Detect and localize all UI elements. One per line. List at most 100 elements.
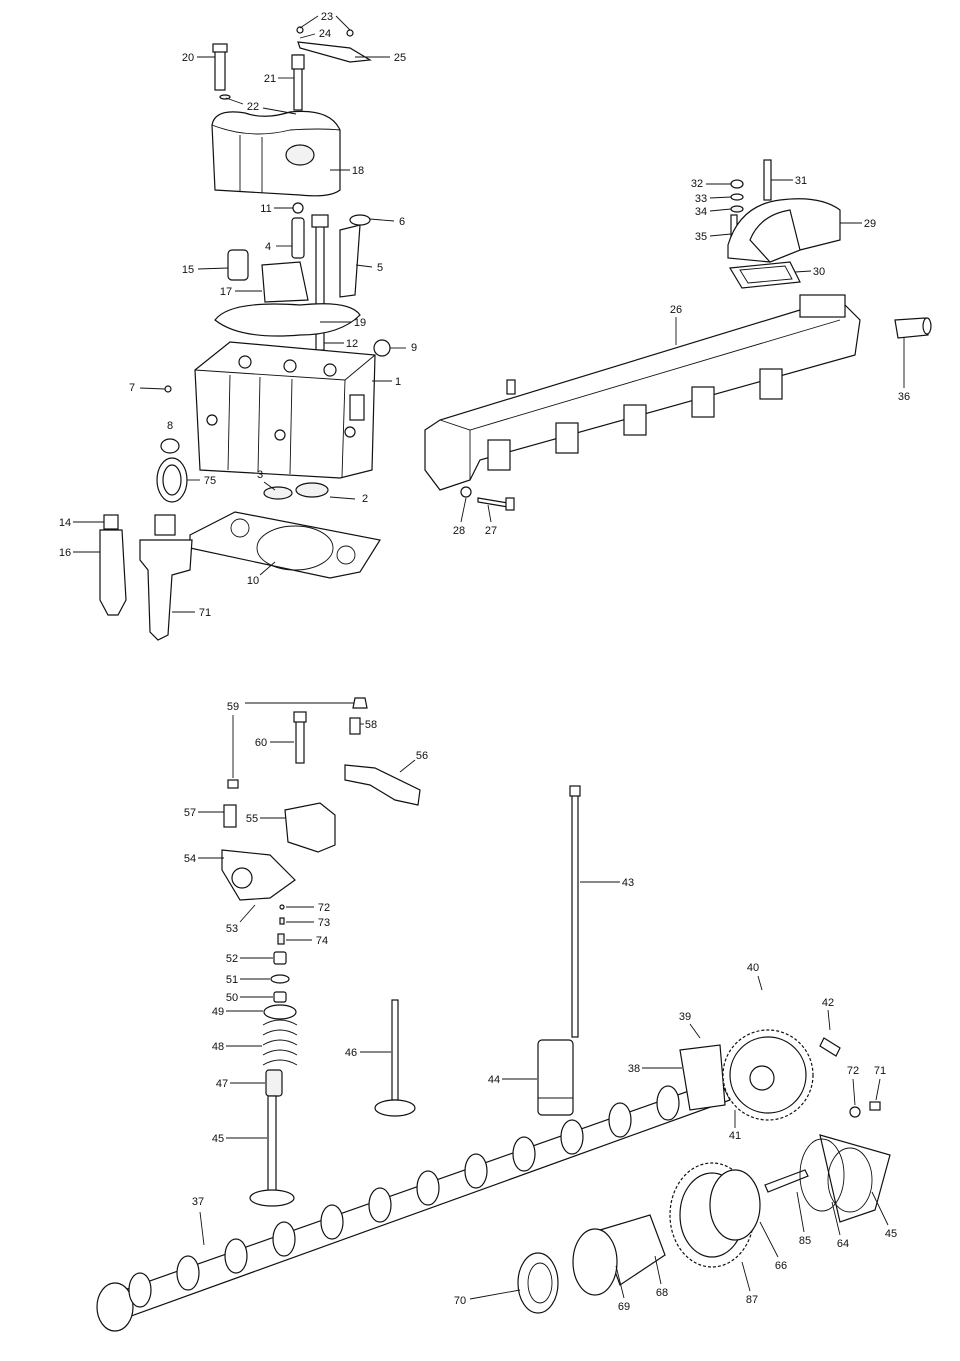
cam-lobe — [320, 1204, 344, 1240]
callout-number: 71 — [199, 607, 211, 619]
callout-number: 59 — [227, 701, 239, 713]
callout-number: 38 — [628, 1063, 640, 1075]
callout-55: 55 — [246, 813, 286, 825]
callout-number: 9 — [411, 342, 417, 354]
callout-10: 10 — [247, 561, 276, 587]
callout-number: 33 — [695, 193, 707, 205]
callout-number: 54 — [184, 853, 196, 865]
callout-8: 8 — [167, 420, 173, 432]
callout-number: 75 — [204, 475, 216, 487]
callout-22: 22 — [225, 97, 297, 115]
part-gears — [517, 1029, 891, 1314]
callout-number: 1 — [395, 376, 401, 388]
callout-number: 46 — [345, 1047, 357, 1059]
callout-1: 1 — [372, 376, 401, 388]
callout-number: 36 — [898, 391, 910, 403]
leader-line — [852, 1078, 856, 1106]
callout-25: 25 — [355, 52, 406, 64]
leader-line — [299, 15, 319, 29]
callout-number: 52 — [226, 953, 238, 965]
callout-74: 74 — [286, 935, 328, 947]
callout-number: 25 — [394, 52, 406, 64]
part-injector-brackets — [99, 514, 193, 641]
leader-line — [757, 975, 763, 991]
callout-47: 47 — [216, 1078, 265, 1090]
callout-number: 5 — [377, 262, 383, 274]
callout-72: 72 — [286, 902, 330, 914]
callout-number: 70 — [454, 1295, 466, 1307]
callout-number: 85 — [799, 1235, 811, 1247]
callout-2: 2 — [329, 493, 368, 505]
callout-41: 41 — [729, 1110, 741, 1142]
callout-number: 3 — [257, 469, 263, 481]
callout-20: 20 — [182, 52, 215, 64]
callout-11: 11 — [260, 203, 293, 215]
leader-line — [199, 1211, 205, 1246]
callout-number: 50 — [226, 992, 238, 1004]
callout-14: 14 — [59, 517, 104, 529]
cam-lobe — [416, 1170, 440, 1206]
callout-45: 45 — [212, 1133, 267, 1145]
callout-49: 49 — [212, 1006, 263, 1018]
callout-40: 40 — [747, 962, 763, 991]
callout-number: 8 — [167, 420, 173, 432]
callout-21: 21 — [264, 73, 294, 85]
part-rocker-assembly — [221, 697, 421, 901]
callout-15: 15 — [182, 264, 229, 276]
callout-number: 39 — [679, 1011, 691, 1023]
leader-line — [831, 1201, 841, 1236]
callout-number: 58 — [365, 719, 377, 731]
callout-number: 48 — [212, 1041, 224, 1053]
callout-68: 68 — [654, 1255, 668, 1299]
callout-number: 66 — [775, 1260, 787, 1272]
callout-34: 34 — [695, 206, 732, 218]
callout-number: 57 — [184, 807, 196, 819]
part-bolts-top — [212, 26, 372, 119]
callout-17: 17 — [220, 286, 262, 298]
callout-87: 87 — [741, 1261, 758, 1306]
cam-lobe — [464, 1153, 488, 1189]
callout-39: 39 — [679, 1011, 701, 1039]
callout-number: 87 — [746, 1294, 758, 1306]
part-cover-29 — [727, 159, 841, 289]
callout-number: 22 — [247, 101, 259, 113]
leader-line — [460, 497, 467, 523]
callout-73: 73 — [286, 917, 330, 929]
callout-56: 56 — [399, 750, 428, 773]
callout-number: 30 — [813, 266, 825, 278]
leader-line — [299, 33, 316, 39]
callout-number: 23 — [321, 11, 333, 23]
cam-lobe — [560, 1119, 584, 1155]
callout-number: 45 — [885, 1228, 897, 1240]
leader-line — [355, 264, 373, 268]
cam-lobe — [224, 1238, 248, 1274]
leader-line — [139, 387, 166, 390]
cam-lobe — [368, 1187, 392, 1223]
callout-number: 45 — [212, 1133, 224, 1145]
leader-line — [827, 1009, 831, 1031]
callout-number: 17 — [220, 286, 232, 298]
callout-75: 75 — [187, 475, 216, 487]
callout-54: 54 — [184, 853, 224, 865]
callout-3: 3 — [257, 469, 276, 491]
callout-number: 31 — [795, 175, 807, 187]
callout-number: 74 — [316, 935, 328, 947]
callout-number: 72 — [318, 902, 330, 914]
leader-line — [263, 481, 276, 491]
callout-29: 29 — [840, 218, 876, 230]
callout-12: 12 — [324, 338, 358, 350]
callout-number: 19 — [354, 317, 366, 329]
callout-48: 48 — [212, 1041, 262, 1053]
callout-7: 7 — [129, 382, 166, 394]
callout-number: 18 — [352, 165, 364, 177]
part-fuel-rail-26 — [424, 294, 932, 511]
cam-lobe — [608, 1102, 632, 1138]
callout-number: 42 — [822, 997, 834, 1009]
callout-number: 72 — [847, 1065, 859, 1077]
callout-number: 2 — [362, 493, 368, 505]
callout-52: 52 — [226, 953, 273, 965]
callout-85: 85 — [796, 1191, 811, 1247]
callout-45: 45 — [871, 1191, 897, 1240]
callout-number: 20 — [182, 52, 194, 64]
